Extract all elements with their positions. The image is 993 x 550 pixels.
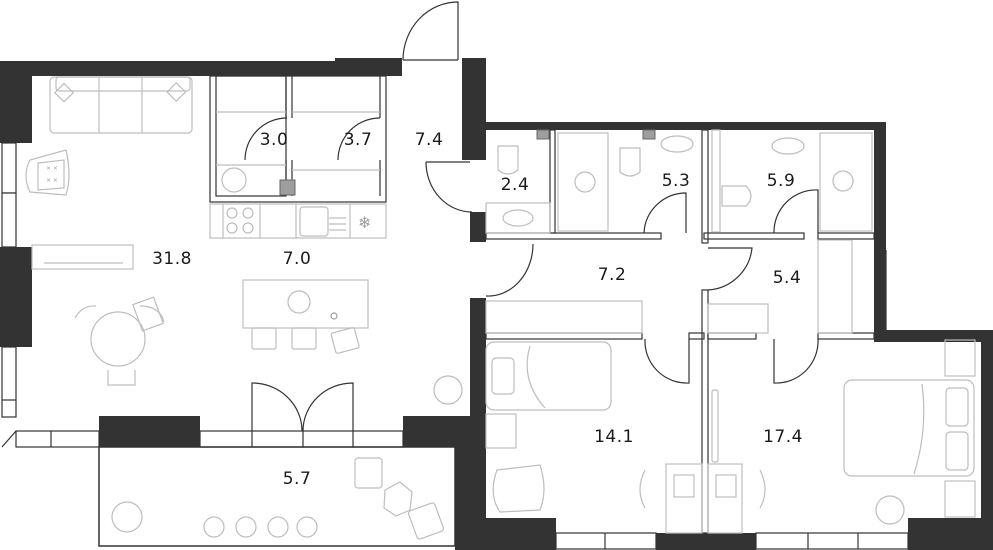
armchair-bedroom-icon	[492, 464, 545, 513]
plant-icon	[111, 375, 463, 533]
ventilation-shafts	[279, 129, 656, 196]
area-label-corridor: 7.2	[597, 265, 627, 285]
area-label-bedroom-2: 17.4	[763, 427, 803, 447]
svg-text:× ×: × ×	[46, 177, 58, 184]
area-label-dressing: 5.4	[772, 268, 802, 288]
plant-bedroom-icon	[875, 495, 905, 525]
kitchen-island-icon	[242, 279, 369, 354]
shelf-icon	[216, 111, 380, 193]
svg-text:× ×: × ×	[46, 165, 58, 172]
nightstand-icon	[485, 339, 976, 518]
mirror-icon	[711, 389, 719, 463]
sink-icon	[485, 135, 805, 234]
windows	[1, 142, 909, 550]
kitchen-counter-icon: ❄	[209, 203, 387, 239]
balcony-outline	[98, 446, 456, 547]
doors	[244, 1, 819, 432]
armchair-icon: × × × ×	[25, 149, 70, 196]
shower-icon	[557, 129, 873, 233]
area-label-kitchen: 7.0	[282, 249, 312, 269]
area-label-wc: 2.4	[500, 175, 530, 195]
double-bed-icon	[843, 379, 975, 477]
toilet-icon	[497, 145, 752, 207]
tv-icon	[31, 244, 134, 270]
area-label-storage: 3.0	[259, 130, 289, 150]
balcony-chair-icon	[354, 457, 445, 540]
area-label-living: 31.8	[152, 249, 192, 269]
area-label-bedroom-1: 14.1	[594, 427, 634, 447]
dining-table-icon	[74, 296, 165, 386]
walls	[0, 58, 993, 550]
desk-icon	[639, 463, 766, 534]
furniture: × × × ×	[25, 76, 976, 540]
single-bed-icon	[485, 341, 612, 411]
svg-text:❄: ❄	[358, 213, 371, 232]
area-label-bathroom-1: 5.3	[661, 171, 691, 191]
balcony-plants-icon	[203, 516, 318, 538]
sofa-icon	[49, 76, 193, 134]
area-label-wardrobe: 3.7	[343, 130, 373, 150]
area-label-hall: 7.4	[414, 130, 444, 150]
area-label-balcony: 5.7	[282, 469, 312, 489]
area-label-bathroom-2: 5.9	[766, 171, 796, 191]
wardrobe-icon	[485, 239, 853, 334]
